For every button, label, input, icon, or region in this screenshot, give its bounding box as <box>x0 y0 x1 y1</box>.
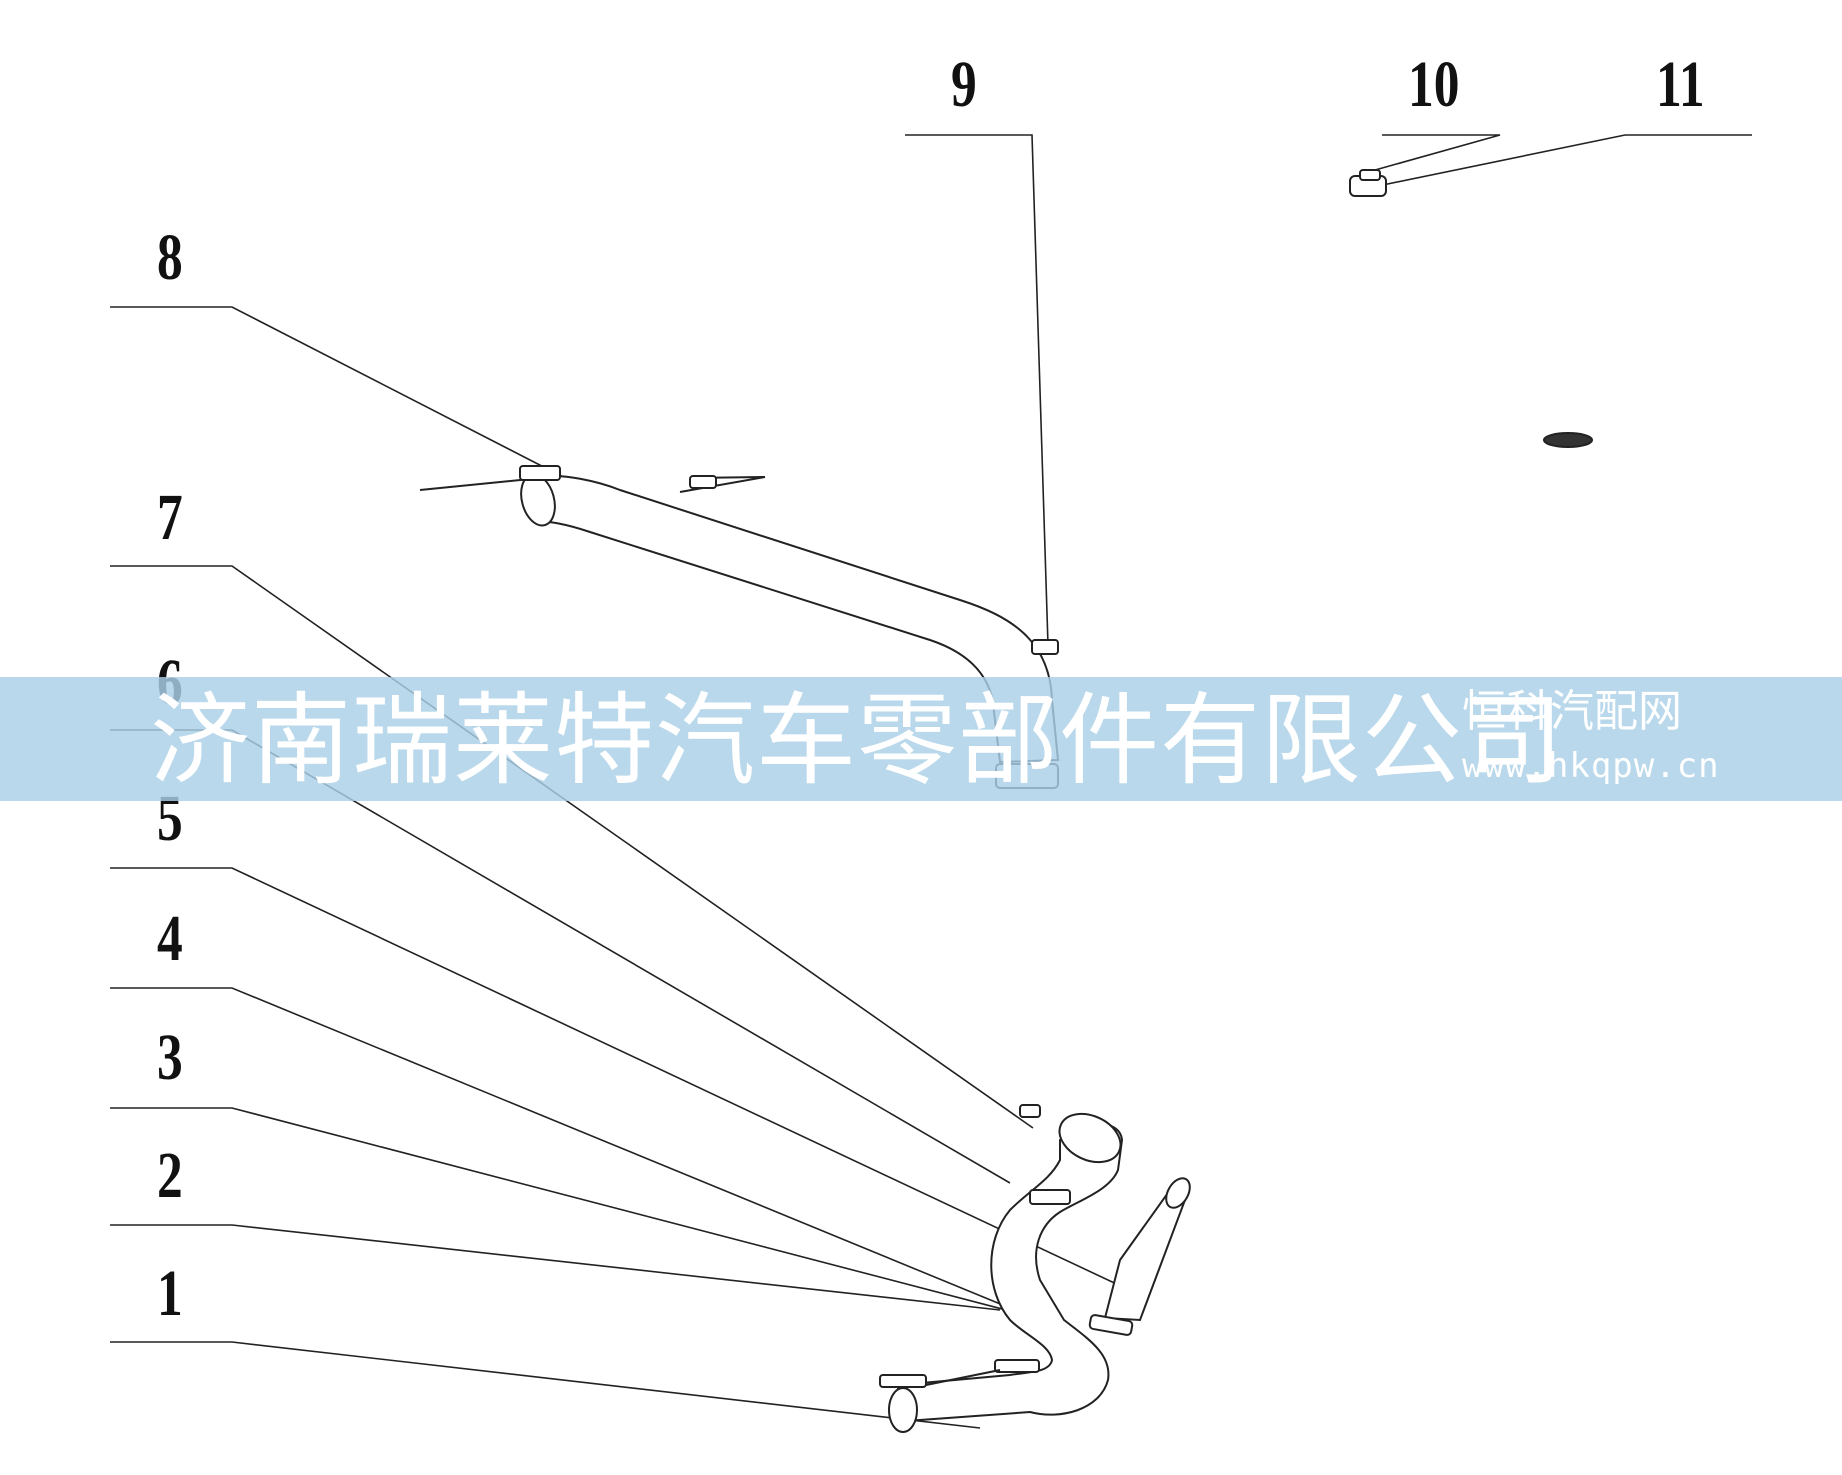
watermark-site-name: 恒科汽配网 <box>1462 686 1682 737</box>
callout-label-8: 8 <box>157 221 183 294</box>
callout-label-7: 7 <box>157 481 183 554</box>
leader-line-1 <box>110 1341 981 1429</box>
watermark-company-name: 济南瑞莱特汽车零部件有限公司 <box>150 682 1564 799</box>
leader-line-5 <box>110 867 1126 1289</box>
callout-label-3: 3 <box>157 1021 183 1094</box>
leader-line-2 <box>110 1224 1001 1311</box>
leader-line-11 <box>1377 134 1752 187</box>
callout-label-1: 1 <box>157 1257 183 1330</box>
leader-line-9 <box>905 134 1049 646</box>
callout-label-4: 4 <box>157 902 183 975</box>
lower-pipe-assembly <box>879 1104 1191 1433</box>
leader-line-7 <box>110 565 1034 1129</box>
leader-line-4 <box>110 987 1011 1309</box>
callout-label-11: 11 <box>1656 48 1705 121</box>
small-clamp-parts <box>1349 169 1593 448</box>
watermark-banner <box>0 677 1842 801</box>
callout-label-2: 2 <box>157 1139 183 1212</box>
leader-line-10 <box>1367 134 1501 173</box>
watermark-site-url: www.hkqpw.cn <box>1462 746 1720 786</box>
callout-label-9: 9 <box>951 48 977 121</box>
leader-line-8 <box>110 306 609 501</box>
leader-line-3 <box>110 1107 1076 1329</box>
callout-label-10: 10 <box>1408 48 1460 121</box>
